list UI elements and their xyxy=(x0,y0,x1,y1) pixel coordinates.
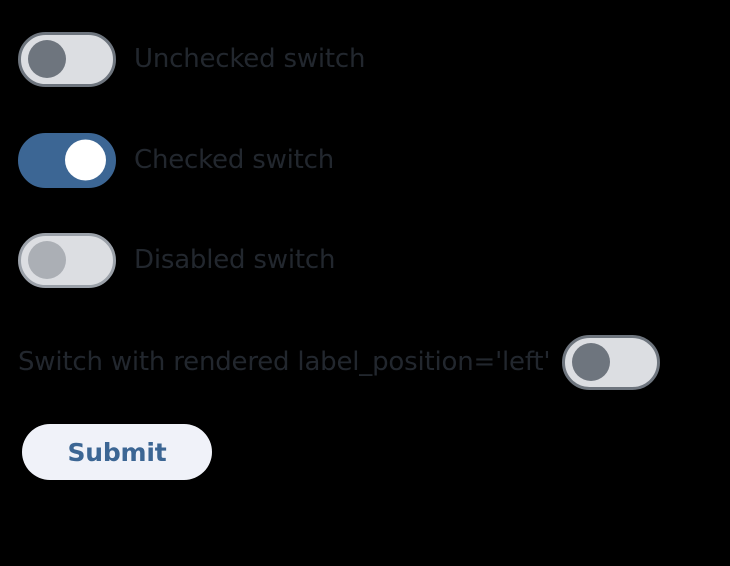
checked-switch-toggle[interactable] xyxy=(18,132,116,188)
disabled-switch-toggle xyxy=(18,232,116,288)
unchecked-switch-label: Unchecked switch xyxy=(134,44,366,74)
unchecked-switch-toggle[interactable] xyxy=(18,31,116,87)
switch-row-left-label: Switch with rendered label_position='lef… xyxy=(18,331,712,393)
submit-button[interactable]: Submit xyxy=(22,424,212,480)
left-label-switch-toggle[interactable] xyxy=(562,334,661,390)
left-label-switch-label: Switch with rendered label_position='lef… xyxy=(18,347,551,377)
switch-knob-icon xyxy=(28,241,66,279)
disabled-switch-label: Disabled switch xyxy=(134,245,336,275)
checked-switch-label: Checked switch xyxy=(134,145,335,175)
switch-knob-icon xyxy=(28,40,66,78)
switch-knob-icon xyxy=(65,139,106,181)
switch-row-checked: Checked switch xyxy=(18,129,334,191)
switch-row-disabled: Disabled switch xyxy=(18,229,335,291)
switch-knob-icon xyxy=(572,343,611,381)
switch-row-unchecked: Unchecked switch xyxy=(18,28,365,90)
